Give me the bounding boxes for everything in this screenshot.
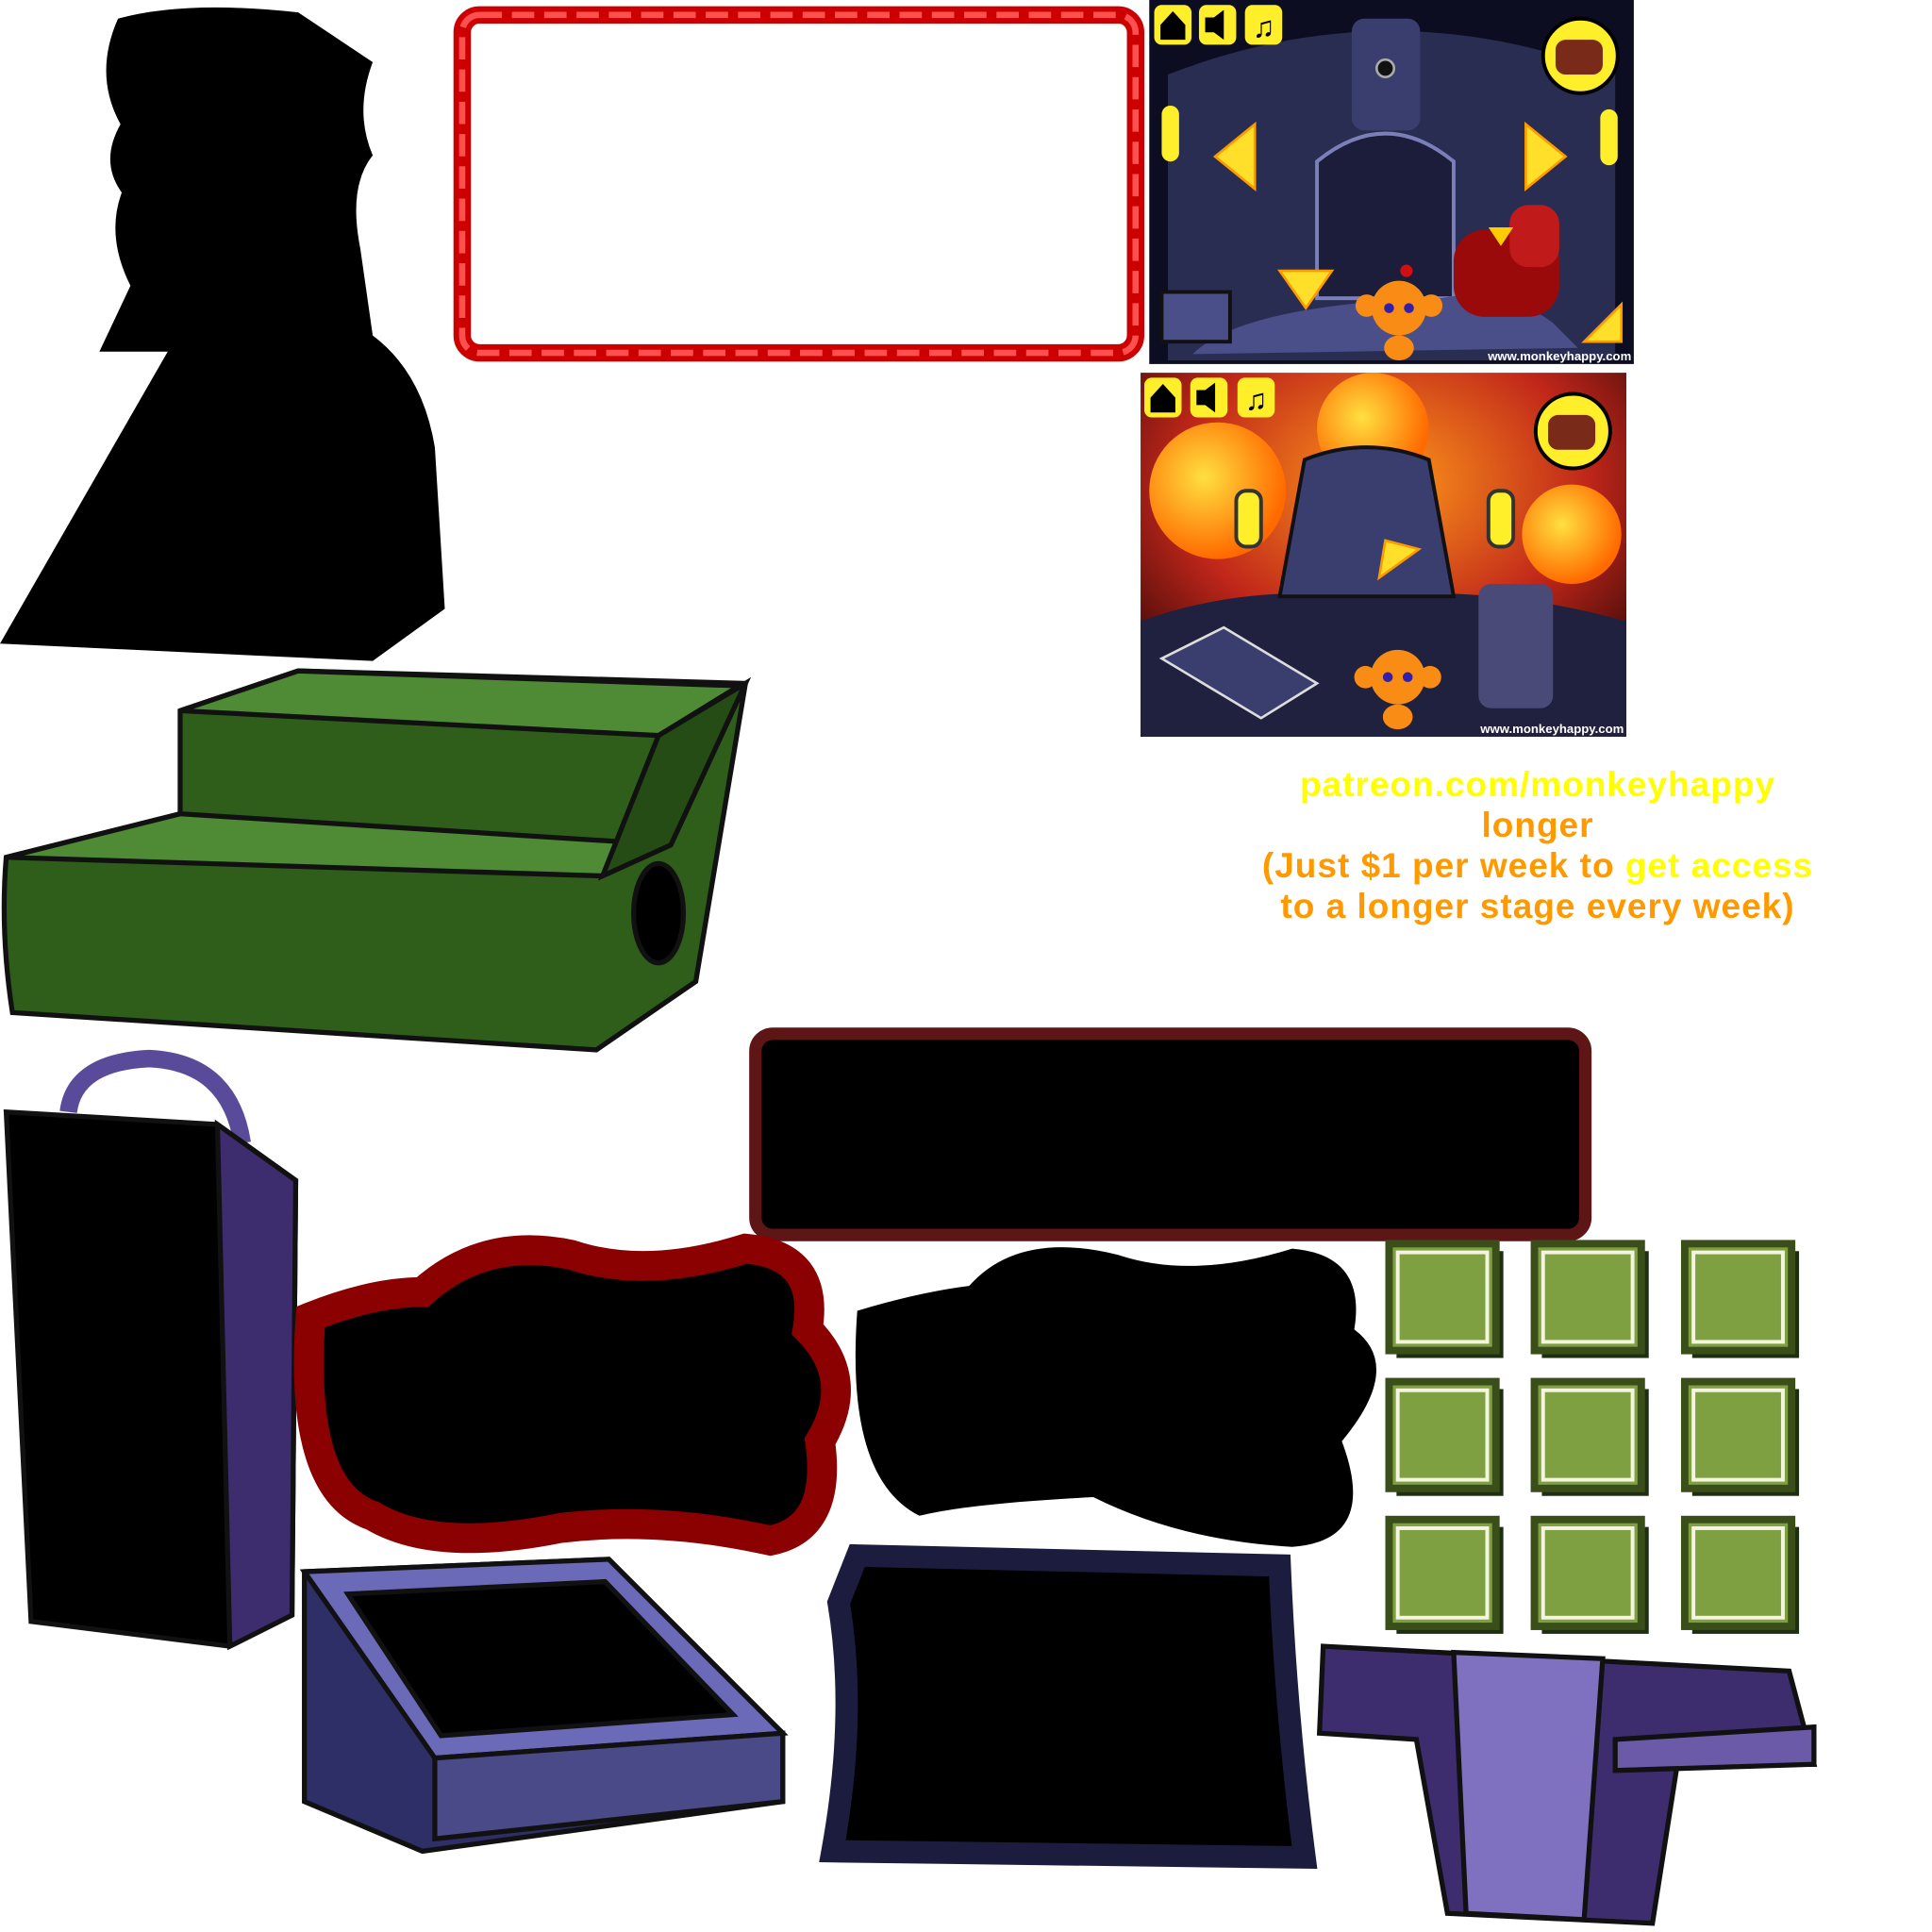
dark-panel-sprite: [749, 1027, 1592, 1241]
green-tile: [1680, 1240, 1800, 1358]
home-button[interactable]: [1154, 5, 1192, 45]
arrow-down-right-icon[interactable]: [1581, 301, 1624, 343]
svg-text:♫: ♫: [1253, 10, 1275, 44]
monkey-character-2: [1354, 649, 1441, 730]
patreon-link[interactable]: patreon.com/monkeyhappy: [1299, 765, 1776, 804]
picture-frame[interactable]: [1158, 625, 1320, 720]
patreon-promo: patreon.com/monkeyhappy longer (Just $1 …: [1160, 764, 1915, 926]
music-button[interactable]: ♫: [1244, 5, 1283, 45]
dark-frame-sprite: [819, 1543, 1318, 1870]
rope-frame-sprite: [453, 6, 1144, 362]
purple-robot: [1478, 584, 1554, 708]
keypad-box[interactable]: [1159, 290, 1232, 344]
arrow-down-icon[interactable]: [1277, 269, 1335, 310]
inventory-bag-button[interactable]: [1541, 16, 1620, 95]
monkey-character: [1355, 264, 1443, 360]
screenshot-robot-room: ♫ www.monkeyhappy.com: [1149, 0, 1634, 364]
screenshot-planet-scene: ♫ www.monkeyhappy.com: [1141, 373, 1627, 738]
promo-longer: longer: [1481, 806, 1594, 844]
arrow-left-icon[interactable]: [1212, 121, 1257, 192]
arrow-right-icon[interactable]: [1524, 121, 1568, 192]
arrow-up-left-icon[interactable]: [1377, 539, 1423, 581]
purple-tray-sprite: [299, 1557, 789, 1855]
silhouette-sprite: [0, 7, 445, 661]
green-tile: [1385, 1377, 1504, 1496]
purple-shorts-sprite: [1316, 1643, 1818, 1926]
sound-button[interactable]: [1198, 5, 1237, 45]
green-steps-sprite: [1, 668, 752, 1053]
promo-price-text: (Just $1 per week to: [1261, 846, 1625, 885]
green-tile: [1680, 1377, 1800, 1496]
home-button[interactable]: [1143, 377, 1182, 418]
promo-line4: to a longer stage every week): [1280, 887, 1795, 925]
promo-access-text: get access: [1624, 846, 1814, 885]
green-tile: [1385, 1240, 1504, 1358]
green-tile: [1530, 1377, 1649, 1496]
green-tile: [1530, 1240, 1649, 1358]
svg-text:♫: ♫: [1245, 383, 1268, 417]
tile-grid: [1385, 1240, 1800, 1634]
red-robot: [1453, 205, 1559, 317]
red-blob-sprite: [293, 1233, 851, 1557]
purple-bag-sprite: [3, 1049, 299, 1651]
website-watermark: www.monkeyhappy.com: [1479, 722, 1624, 736]
green-tile: [1680, 1515, 1800, 1634]
website-watermark: www.monkeyhappy.com: [1487, 349, 1631, 363]
music-button[interactable]: ♫: [1237, 377, 1275, 418]
black-blob-sprite: [855, 1247, 1376, 1547]
green-tile: [1385, 1515, 1504, 1634]
green-tile: [1530, 1515, 1649, 1634]
sound-button[interactable]: [1190, 377, 1228, 418]
inventory-bag-button[interactable]: [1533, 391, 1612, 471]
promo-line3: (Just $1 per week to get access: [1160, 845, 1915, 886]
